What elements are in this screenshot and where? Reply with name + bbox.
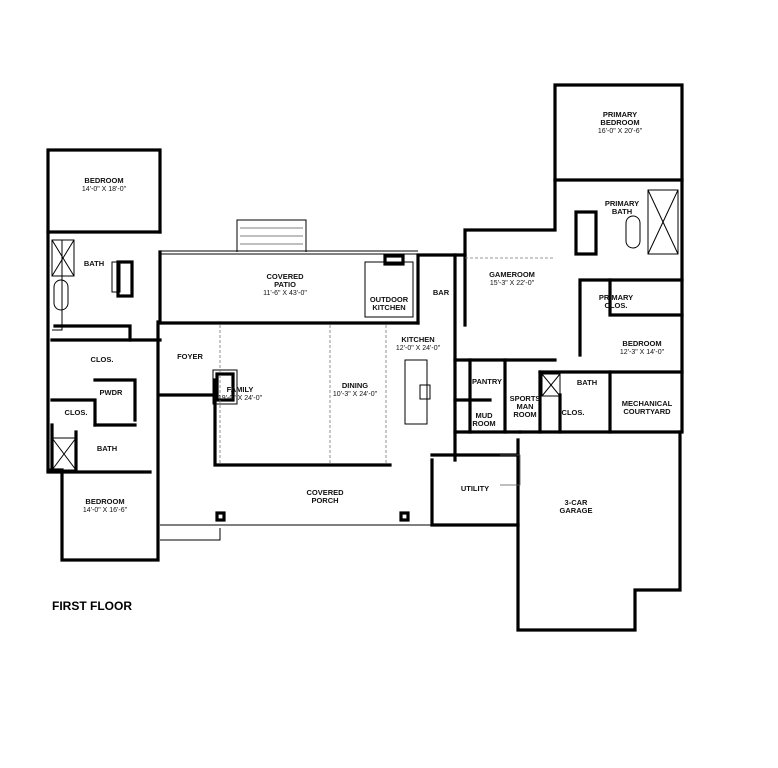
room-size: 19'-0" X 24'-0" [218,395,263,402]
room-label: ROOM [513,410,536,419]
room-label: BAR [433,288,450,297]
room-label: BEDROOM [84,176,123,185]
room-label: PRIMARY [599,293,633,302]
room-label: PANTRY [472,377,502,386]
room-label: MECHANICAL [622,399,673,408]
room-label: CLOS. [65,408,88,417]
room-size: 11'-6" X 43'-0" [263,290,307,297]
room-label: COVERED [306,488,344,497]
room-label: GAMEROOM [489,270,535,279]
room-label: COVERED [266,272,304,281]
room-label: BEDROOM [622,339,661,348]
room-label: PWDR [100,388,123,397]
room-size: 10'-3" X 24'-0" [333,391,378,398]
room-label: FOYER [177,352,203,361]
room-label: KITCHEN [372,303,405,312]
room-label: BEDROOM [85,497,124,506]
room-size: 14'-0" X 18'-0" [82,186,127,193]
room-label: MUD [475,411,493,420]
room-label: COURTYARD [623,407,671,416]
room-label: PORCH [311,496,338,505]
room-label: DINING [342,381,368,390]
room-label: GARAGE [560,506,593,515]
room-size: 14'-0" X 16'-6" [83,507,128,514]
room-label: 3-CAR [565,498,589,507]
room-label: PATIO [274,280,296,289]
room-size: 16'-0" X 20'-6" [598,128,643,135]
room-label: CLOS. [605,301,628,310]
room-label: SPORTS [510,394,541,403]
room-label: PRIMARY [605,199,639,208]
room-label: BATH [84,259,104,268]
walls [46,83,684,632]
room-label: BEDROOM [600,118,639,127]
room-label: FAMILY [227,385,254,394]
room-label: PRIMARY [603,110,637,119]
room-label: BATH [612,207,632,216]
room-size: 12'-0" X 24'-0" [396,345,441,352]
room-label: OUTDOOR [370,295,409,304]
room-labels: BEDROOM 14'-0" X 18'-0" BATH COVERED PAT… [52,110,673,613]
room-label: KITCHEN [401,335,434,344]
room-size: 15'-3" X 22'-0" [490,280,535,287]
room-label: BATH [97,444,117,453]
room-label: CLOS. [91,355,114,364]
room-label: UTILITY [461,484,489,493]
room-size: 12'-3" X 14'-0" [620,349,665,356]
room-label: CLOS. [562,408,585,417]
room-label: MAN [516,402,533,411]
floor-title: FIRST FLOOR [52,599,132,613]
room-label: ROOM [472,419,495,428]
room-label: BATH [577,378,597,387]
